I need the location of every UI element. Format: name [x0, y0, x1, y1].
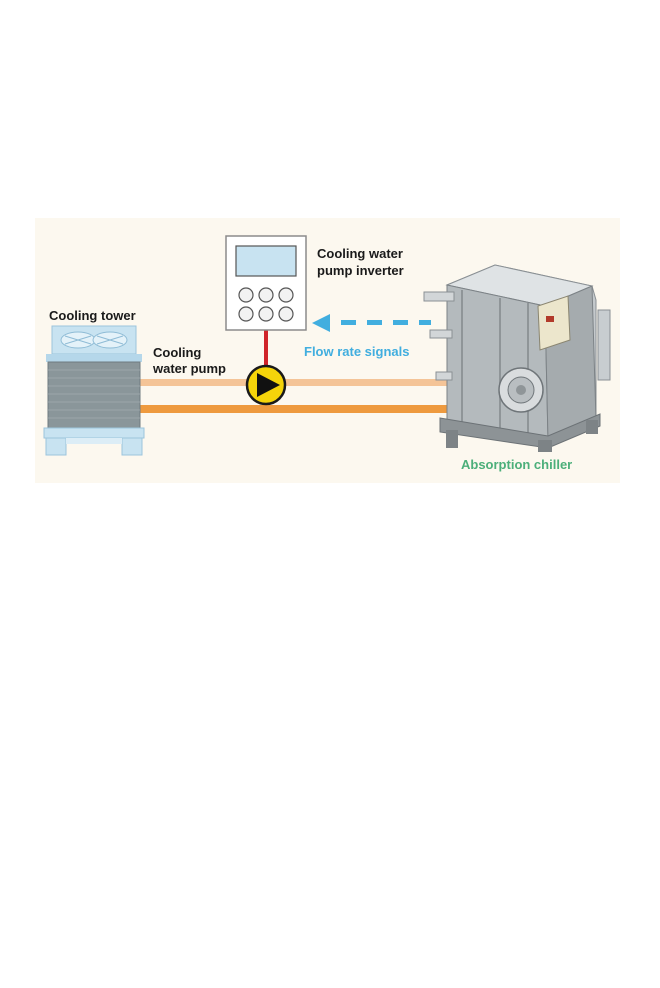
inverter-label-line2: pump inverter: [317, 263, 404, 278]
inverter-panel-icon: [225, 235, 307, 331]
inverter-label-line1: Cooling water: [317, 246, 403, 261]
chiller-label: Absorption chiller: [461, 457, 572, 472]
cooling-tower-label: Cooling tower: [49, 308, 136, 323]
pump-label-line2: water pump: [152, 361, 226, 376]
absorption-chiller-icon: [423, 264, 611, 452]
pump-icon: [245, 364, 287, 406]
pipe-upper: [135, 379, 447, 386]
pump-label-line1: Cooling: [153, 345, 201, 360]
pipe-lower: [135, 405, 447, 413]
flow-signals-label: Flow rate signals: [304, 344, 409, 359]
cooling-tower-icon: [43, 325, 145, 456]
control-wire: [264, 330, 268, 370]
dashed-arrow-icon: [312, 314, 431, 332]
